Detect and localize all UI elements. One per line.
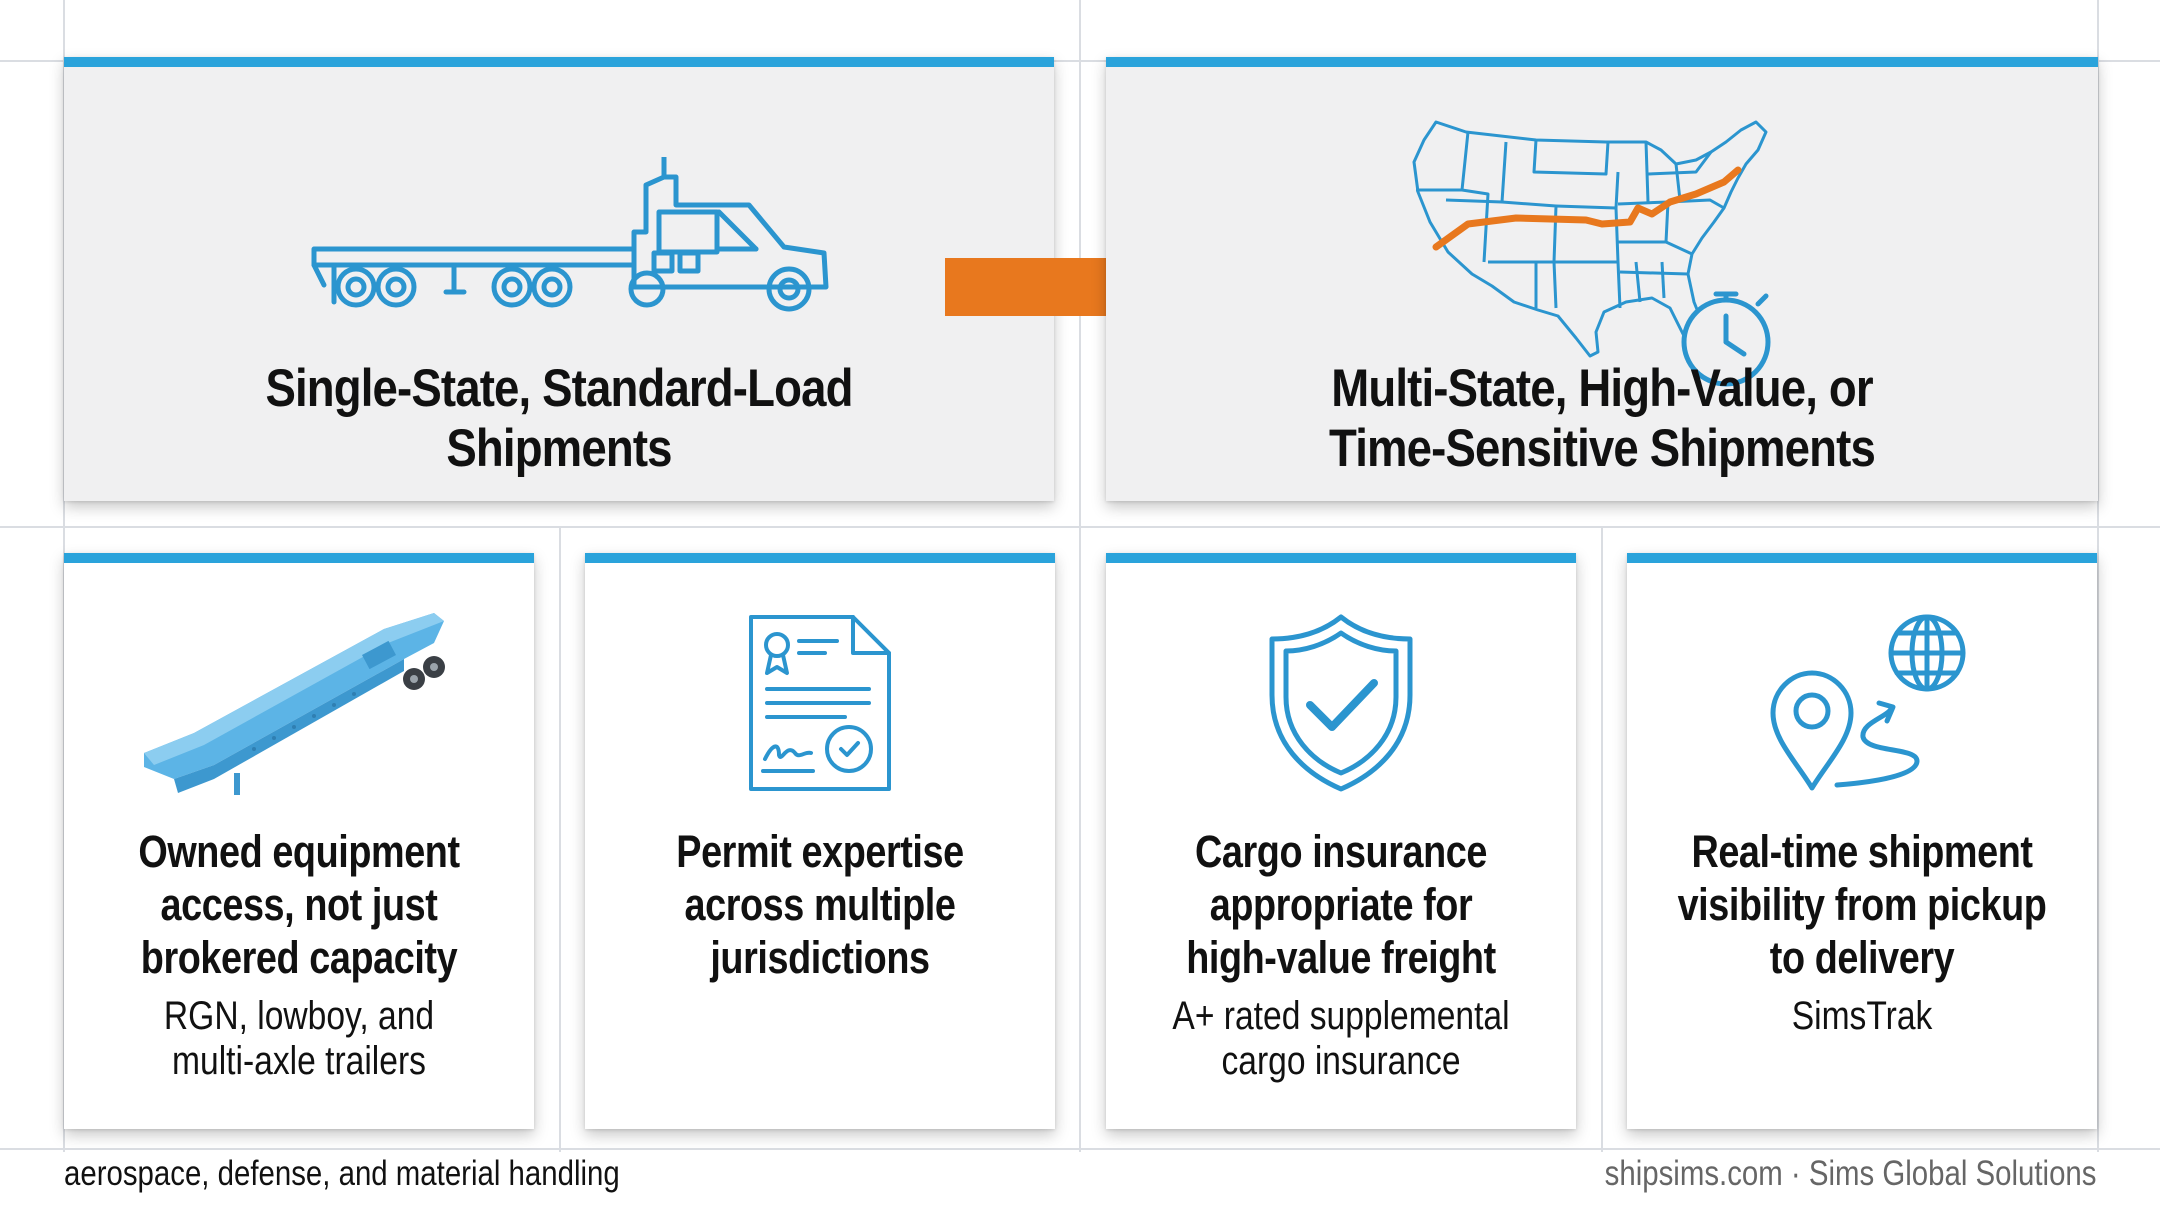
title-line: Multi-State, High-Value, or <box>1331 359 1873 418</box>
grid-line <box>1079 0 1081 1152</box>
title-line: across multiple <box>684 879 956 930</box>
title-line: Owned equipment <box>138 826 460 877</box>
multi-state-title: Multi-State, High-Value, or Time-Sensiti… <box>1175 359 2028 479</box>
single-state-title: Single-State, Standard-Load Shipments <box>133 359 984 479</box>
grid-line <box>1601 528 1603 1152</box>
shipment-visibility-subtitle: SimsTrak <box>1665 994 2060 1039</box>
multi-state-card: Multi-State, High-Value, or Time-Sensiti… <box>1106 57 2098 501</box>
title-line: access, not just <box>160 879 438 930</box>
shipment-visibility-title: Real-time shipment visibility from picku… <box>1665 825 2060 984</box>
title-line: Real-time shipment <box>1691 826 2033 877</box>
card-accent-bar <box>64 553 534 563</box>
permit-expertise-card: Permit expertise across multiple jurisdi… <box>585 553 1055 1129</box>
flatbed-truck-icon <box>311 157 829 312</box>
title-line: to delivery <box>1769 932 1955 983</box>
title-line: Single-State, Standard-Load <box>265 359 853 418</box>
permit-document-icon <box>749 615 891 791</box>
title-line: high-value freight <box>1186 932 1496 983</box>
grid-line <box>2097 0 2099 1152</box>
subtitle-line: A+ rated supplemental <box>1172 994 1510 1038</box>
title-line: Permit expertise <box>676 826 964 877</box>
card-accent-bar <box>1627 553 2097 563</box>
title-line: jurisdictions <box>710 932 930 983</box>
grid-line <box>0 526 2160 528</box>
owned-equipment-subtitle: RGN, lowboy, and multi-axle trailers <box>102 994 497 1084</box>
subtitle-line: SimsTrak <box>1791 994 1933 1038</box>
card-accent-bar <box>1106 553 1576 563</box>
title-line: brokered capacity <box>140 932 458 983</box>
grid-line <box>0 1148 2160 1150</box>
shield-check-icon <box>1269 614 1413 792</box>
shipment-visibility-card: Real-time shipment visibility from picku… <box>1627 553 2097 1129</box>
cargo-insurance-subtitle: A+ rated supplemental cargo insurance <box>1144 994 1539 1084</box>
title-line: visibility from pickup <box>1677 879 2047 930</box>
owned-equipment-card: Owned equipment access, not just brokere… <box>64 553 534 1129</box>
us-map-route-stopwatch-icon <box>1412 120 1771 387</box>
subtitle-line: RGN, lowboy, and <box>163 994 435 1038</box>
location-globe-tracking-icon <box>1770 614 1966 791</box>
title-line: Cargo insurance <box>1194 826 1487 877</box>
title-line: Time-Sensitive Shipments <box>1329 419 1876 478</box>
footer-brand: shipsims.com · Sims Global Solutions <box>1604 1154 2096 1193</box>
grid-line <box>559 528 561 1152</box>
grid-line <box>0 60 2160 62</box>
footer-tagline: aerospace, defense, and material handlin… <box>64 1154 620 1193</box>
cargo-insurance-card: Cargo insurance appropriate for high-val… <box>1106 553 1576 1129</box>
title-line: appropriate for <box>1209 879 1473 930</box>
subtitle-line: cargo insurance <box>1221 1039 1461 1083</box>
permit-expertise-title: Permit expertise across multiple jurisdi… <box>623 825 1018 984</box>
single-state-card: Single-State, Standard-Load Shipments <box>64 57 1054 501</box>
card-accent-bar <box>585 553 1055 563</box>
subtitle-line: multi-axle trailers <box>172 1039 426 1083</box>
owned-equipment-title: Owned equipment access, not just brokere… <box>102 825 497 984</box>
card-accent-bar <box>64 57 1054 67</box>
title-line: Shipments <box>446 419 672 478</box>
cargo-insurance-title: Cargo insurance appropriate for high-val… <box>1144 825 1539 984</box>
card-accent-bar <box>1106 57 2098 67</box>
lowboy-trailer-icon <box>144 613 445 795</box>
